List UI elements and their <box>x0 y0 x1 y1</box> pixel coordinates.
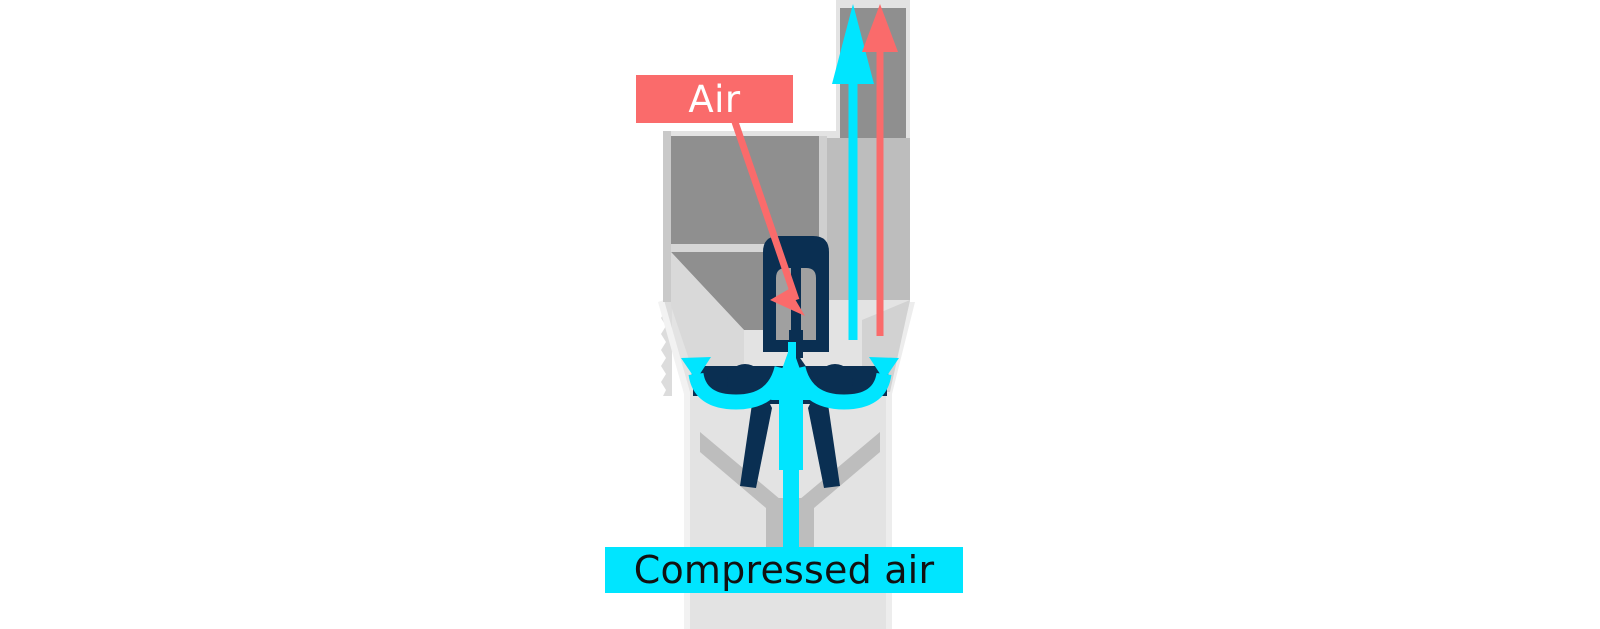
outlet-cyan-arrowhead <box>832 4 874 84</box>
cutaway-sawtooth-edge-right <box>886 302 915 629</box>
v-channel-left <box>700 432 781 546</box>
intake-arrow-shaft <box>731 120 800 302</box>
intake-arrowhead <box>770 289 805 316</box>
spread-arrowhead-right <box>869 357 899 380</box>
flow-outlet-cyan <box>832 4 874 340</box>
inlet-jet <box>788 342 796 368</box>
label-compressed-air: Compressed air <box>605 547 963 593</box>
spread-curve-left <box>688 365 790 410</box>
outlet-coral-arrowhead <box>862 4 898 52</box>
v-channel-right <box>799 432 880 546</box>
duct-separator <box>671 244 819 252</box>
nozzle-leg-right <box>808 396 840 488</box>
label-compressed-air-text: Compressed air <box>633 548 935 592</box>
nozzle-cavity-right <box>801 268 816 340</box>
nozzle-body-assembly <box>691 236 889 488</box>
spread-arrowhead-left <box>681 357 711 380</box>
label-air-text: Air <box>688 77 741 121</box>
flow-air-intake <box>731 120 805 316</box>
chamber-divider <box>819 136 827 332</box>
inner-wall-left-angled <box>671 252 744 392</box>
spread-curve-right <box>790 365 892 410</box>
deflector-cap-right <box>817 364 853 400</box>
flow-air-spread <box>681 357 899 410</box>
deflector-shoulder-left <box>691 368 710 396</box>
deflector-shoulder-right <box>870 368 889 396</box>
housing-left-wall <box>663 131 671 302</box>
nozzle-leg-left <box>740 396 772 488</box>
flow-outlet-coral <box>862 4 898 336</box>
cutaway-sawtooth-edge-left <box>658 300 690 629</box>
label-air: Air <box>636 75 793 123</box>
outlet-duct-lower <box>826 138 910 300</box>
deflector-cap-left <box>727 364 763 400</box>
